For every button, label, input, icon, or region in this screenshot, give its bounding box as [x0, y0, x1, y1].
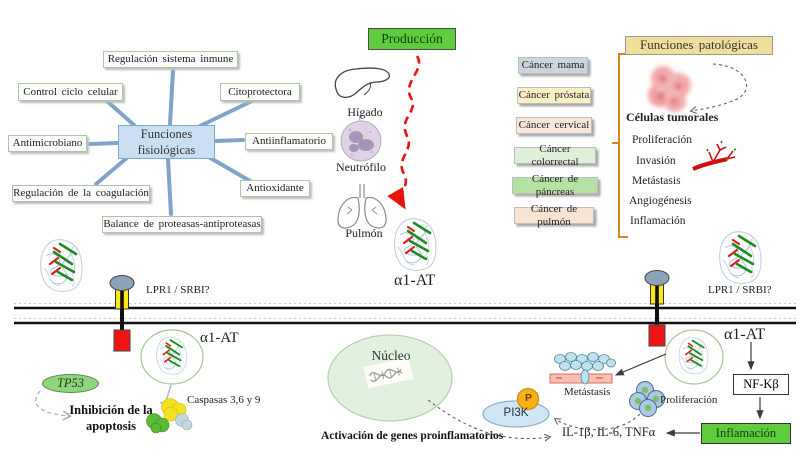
- cell-membrane: [14, 303, 796, 325]
- process-inflammation: Inflamación: [630, 215, 686, 227]
- angiogenesis-vessel-icon: [692, 140, 737, 171]
- alpha1at-cell-left: [140, 329, 204, 385]
- node-antioxidant: Antioxidante: [240, 180, 310, 197]
- protein-structure: [155, 336, 188, 376]
- neutrophil-icon: [340, 114, 382, 162]
- lungs-label: Pulmón: [345, 226, 383, 240]
- receptor-label-right: LPR1 / SRBI?: [708, 284, 772, 296]
- node-immune-regulation: Regulación sistema inmune: [103, 51, 238, 68]
- nucleus-label: Núcleo: [371, 348, 411, 363]
- protein-structure: [678, 336, 709, 375]
- cancer-cervical: Cáncer cervical: [516, 117, 592, 134]
- pi3k-label: PI3K: [503, 407, 529, 419]
- tumor-cells-arrow: [691, 63, 748, 111]
- metastasis-illustration: [549, 352, 616, 385]
- phospho-label: P: [524, 392, 532, 404]
- tumor-cells-illustration: [648, 66, 691, 112]
- nfkb-node: NF-Kβ: [733, 374, 789, 395]
- pathological-header: Funciones patológicas: [625, 36, 773, 55]
- receptor-right: [644, 270, 670, 347]
- dashed-signal-arrows: [427, 399, 641, 439]
- cancer-prostate: Cáncer próstata: [517, 87, 591, 104]
- process-proliferation: Proliferación: [632, 134, 693, 146]
- alpha1at-label-left: α1-AT: [200, 330, 239, 346]
- neutrophil-label: Neutrófilo: [336, 160, 386, 174]
- pi3k-complex: [482, 387, 550, 428]
- tp53-arrow: [35, 390, 70, 416]
- proliferation-cells: [629, 381, 665, 417]
- node-cell-cycle: Control ciclo celular: [18, 83, 123, 101]
- tp53-node: TP53: [42, 374, 99, 393]
- cytokines-label: IL-1β, IL-6, TNFα: [562, 425, 656, 439]
- caspase-blobs: [146, 398, 193, 434]
- cancer-lung: Cáncer de pulmón: [514, 203, 594, 228]
- cancer-colorectal: Cáncer colorrectal: [514, 143, 596, 168]
- process-metastasis: Metástasis: [632, 175, 681, 187]
- receptor-label-left: LPR1 / SRBI?: [146, 284, 210, 296]
- nucleus-illustration: [327, 334, 453, 422]
- protein-structure: [718, 230, 763, 285]
- proliferation-label: Proliferación: [660, 394, 718, 406]
- liver-label: Hígado: [347, 105, 383, 119]
- cancer-pancreas: Cáncer de páncreas: [512, 173, 598, 198]
- metastasis-label: Metástasis: [564, 386, 611, 398]
- node-antimicrobial: Antimicrobiano: [8, 135, 87, 152]
- production-flow-arrow: [387, 55, 421, 210]
- node-cytoprotective: Citoprotectora: [220, 83, 300, 101]
- process-invasion: Invasión: [636, 155, 676, 167]
- node-coagulation: Regulación de la coagulación: [12, 185, 150, 202]
- tumor-cells-label: Células tumorales: [626, 110, 719, 124]
- gene-activation-label: Activación de genes proinflamatorios: [321, 430, 504, 442]
- production-header: Producción: [368, 28, 456, 50]
- receptor-left: [109, 275, 135, 352]
- pathway-arrows: [614, 342, 764, 437]
- protein-structure: [393, 217, 438, 272]
- physiological-hub: Funciones fisiológicas: [118, 125, 215, 159]
- node-protease-balance: Balance de proteasas-antiproteasas: [102, 216, 262, 233]
- physiological-spokes: [88, 69, 254, 216]
- cancer-bracket: [612, 53, 628, 238]
- liver-icon: [334, 67, 390, 99]
- apoptosis-inhibition-label: Inhibición de la apoptosis: [69, 403, 153, 434]
- protein-structure: [39, 238, 84, 293]
- alpha1at-cell-right: [664, 329, 724, 385]
- cancer-breast: Cáncer mama: [518, 57, 588, 74]
- caspases-label: Caspasas 3,6 y 9: [187, 394, 261, 406]
- process-angiogenesis: Angiogénesis: [629, 195, 692, 207]
- node-antiinflammatory: Antiinflamatorio: [245, 133, 333, 150]
- lungs-icon: [337, 184, 387, 229]
- alpha1at-label-right: α1-AT: [724, 326, 766, 343]
- inflammation-node: Inflamación: [701, 423, 791, 444]
- alpha1at-label-production: α1-AT: [394, 272, 436, 289]
